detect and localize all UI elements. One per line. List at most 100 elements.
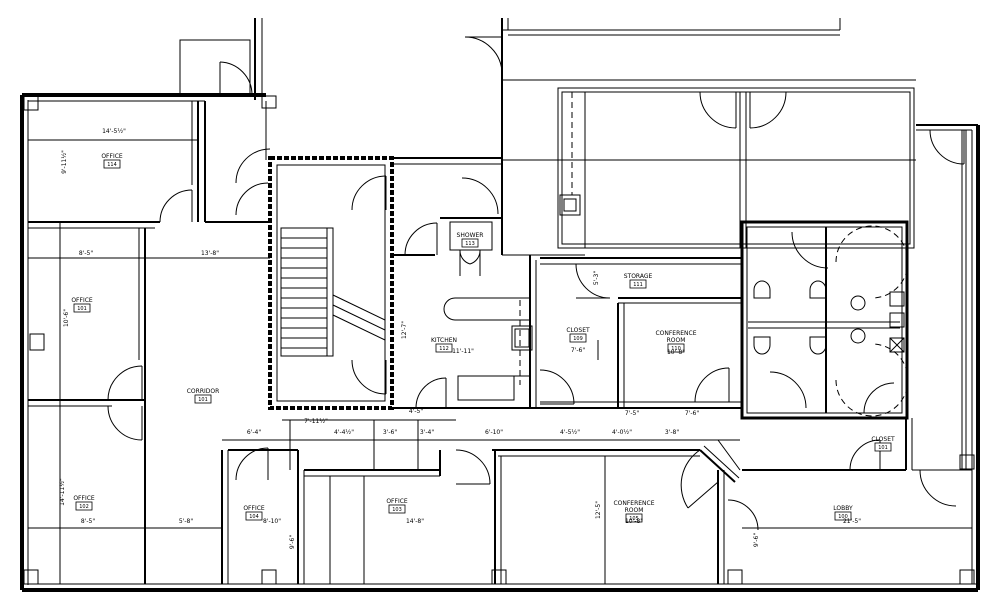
dimension-d5: 10'-6" bbox=[63, 309, 70, 327]
room-number-tag bbox=[435, 343, 453, 353]
dimension-d24: 4'-0½" bbox=[612, 429, 632, 436]
room-number: 101 bbox=[198, 397, 208, 403]
upper-annex bbox=[179, 18, 978, 470]
room-number-tag bbox=[629, 279, 647, 289]
room-name: CLOSET bbox=[566, 327, 590, 334]
stair-core bbox=[235, 148, 394, 410]
dimension-d22: 6'-10" bbox=[485, 429, 503, 436]
dimension-d26: 8'-10" bbox=[263, 518, 281, 525]
room-number: 111 bbox=[633, 282, 643, 288]
dimension-d6: 14'-11½" bbox=[59, 478, 66, 506]
stair-treads bbox=[280, 227, 386, 357]
room-name: OFFICE bbox=[101, 153, 123, 160]
room-name: STORAGE bbox=[624, 273, 653, 280]
dimension-d29: 21'-5" bbox=[843, 518, 861, 525]
dimension-d21: 3'-4" bbox=[420, 429, 434, 436]
exterior-walls bbox=[20, 93, 980, 592]
room-label-corridor: CORRIDOR 101 bbox=[187, 388, 220, 404]
dimension-d27: 14'-8" bbox=[406, 518, 424, 525]
room-number: 105 bbox=[629, 516, 639, 522]
room-number-tag bbox=[625, 513, 643, 523]
dimension-d15: 7'-6" bbox=[685, 410, 699, 417]
dimension-d8: 5'-8" bbox=[179, 518, 193, 525]
room-label-office-b1: OFFICE 104 bbox=[243, 505, 265, 521]
dimension-d12: 10'-8" bbox=[667, 349, 685, 356]
room-name: KITCHEN bbox=[431, 337, 457, 344]
room-number-tag bbox=[461, 238, 479, 248]
dimension-d11: 7'-6" bbox=[571, 347, 585, 354]
room-name: CONFERENCE bbox=[613, 500, 654, 507]
dimension-d20: 3'-6" bbox=[383, 429, 397, 436]
center-rooms bbox=[540, 257, 742, 409]
room-number: 102 bbox=[79, 504, 89, 510]
room-name: SHOWER bbox=[457, 232, 484, 239]
dimension-d7: 8'-5" bbox=[81, 518, 95, 525]
dimension-d19: 4'-4½" bbox=[334, 429, 354, 436]
room-number: 110 bbox=[671, 346, 681, 352]
lobby-area bbox=[717, 418, 972, 531]
room-number-tag bbox=[75, 501, 93, 511]
room-label-kitchen: KITCHEN 112 bbox=[431, 337, 457, 353]
room-name: OFFICE bbox=[71, 297, 93, 304]
room-label-office-ml: OFFICE 101 bbox=[71, 297, 93, 313]
dimension-d17: 4'-5" bbox=[409, 408, 423, 415]
dimension-d13: 5'-3" bbox=[593, 271, 600, 285]
room-number: 100 bbox=[838, 514, 848, 520]
room-name: ROOM bbox=[625, 507, 644, 514]
room-name: CONFERENCE bbox=[655, 330, 696, 337]
room-label-closet-r: CLOSET 101 bbox=[871, 436, 895, 452]
room-number: 101 bbox=[878, 445, 888, 451]
room-label-shower: SHOWER 113 bbox=[457, 232, 484, 248]
room-number: 104 bbox=[249, 514, 259, 520]
dimension-d2: 9'-11½" bbox=[61, 150, 68, 174]
dimension-d28: 10'-8" bbox=[625, 518, 643, 525]
room-name: OFFICE bbox=[73, 495, 95, 502]
room-label-office-bl: OFFICE 102 bbox=[73, 495, 95, 511]
dimension-d3: 8'-5" bbox=[79, 250, 93, 257]
room-label-closet-mid: CLOSET 109 bbox=[566, 327, 590, 343]
room-number: 112 bbox=[439, 346, 449, 352]
room-name: OFFICE bbox=[243, 505, 265, 512]
room-number-tag bbox=[245, 511, 263, 521]
room-number-tag bbox=[103, 159, 121, 169]
dimension-d10: 12'-7" bbox=[401, 321, 408, 339]
dimension-d23: 4'-5½" bbox=[560, 429, 580, 436]
room-number: 101 bbox=[77, 306, 87, 312]
left-offices bbox=[28, 101, 270, 584]
room-name: CLOSET bbox=[871, 436, 895, 443]
dimension-d9: 11'-11" bbox=[452, 348, 474, 355]
south-rooms bbox=[221, 419, 740, 584]
room-number-tag bbox=[73, 303, 91, 313]
dimension-d1: 14'-5½" bbox=[102, 128, 126, 135]
room-label-storage: STORAGE 111 bbox=[624, 273, 653, 289]
dimension-d25: 3'-8" bbox=[665, 429, 679, 436]
dimension-d14: 7'-5" bbox=[625, 410, 639, 417]
dimension-d18: 6'-4" bbox=[247, 429, 261, 436]
dimension-d31: 9'-6" bbox=[289, 535, 296, 549]
room-name: CORRIDOR bbox=[187, 388, 220, 395]
room-label-office-tl: OFFICE 114 bbox=[101, 153, 123, 169]
room-label-office-b2: OFFICE 103 bbox=[386, 498, 408, 514]
room-number: 114 bbox=[107, 162, 117, 168]
dimension-d32: 9'-6" bbox=[753, 533, 760, 547]
room-number-tag bbox=[569, 333, 587, 343]
room-number-tag bbox=[667, 343, 685, 353]
room-name: OFFICE bbox=[386, 498, 408, 505]
dimension-d4: 13'-8" bbox=[201, 250, 219, 257]
dimension-d30: 12'-5" bbox=[595, 501, 602, 519]
room-number-tag bbox=[388, 504, 406, 514]
room-number-tag bbox=[194, 394, 212, 404]
room-number: 109 bbox=[573, 336, 583, 342]
room-number: 103 bbox=[392, 507, 402, 513]
room-number: 113 bbox=[465, 241, 475, 247]
room-name: ROOM bbox=[667, 337, 686, 344]
dimension-labels: 14'-5½" 9'-11½" 8'-5" 13'-8" 10'-6" 14'-11½" 8… bbox=[59, 128, 861, 549]
room-number-tag bbox=[874, 442, 892, 452]
kitchen-area bbox=[392, 157, 575, 409]
room-labels: OFFICE114OFFICE101OFFICE102CORRIDOR101KI… bbox=[71, 153, 895, 523]
room-number-tag bbox=[834, 511, 852, 521]
